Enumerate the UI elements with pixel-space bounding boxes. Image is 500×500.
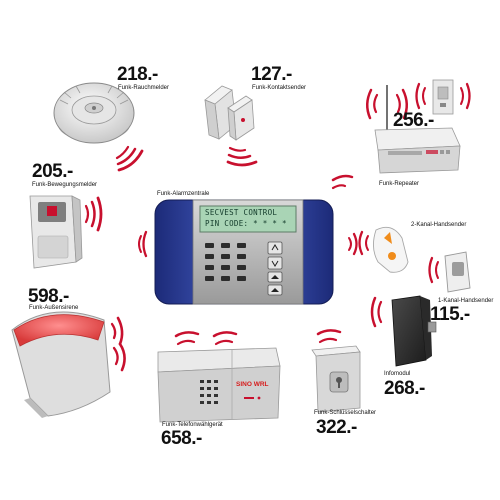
signal-waves-motion-detector	[84, 196, 103, 232]
alarm-control-panel	[154, 199, 334, 305]
telephone-dialer-device	[157, 347, 281, 423]
price-remote-1-channel: 115.-	[430, 304, 470, 325]
remote-2-channel-device	[373, 226, 409, 273]
info-module-device	[391, 295, 437, 367]
price-key-switch: 322.-	[316, 417, 357, 438]
signal-waves-contact-sender	[226, 146, 258, 167]
signal-waves-dialer	[174, 331, 238, 346]
price-info-module: 268.-	[384, 378, 425, 399]
lcd-line-2: PIN CODE: * * * *	[205, 219, 287, 228]
label-info-module: Infomodul	[384, 371, 411, 377]
remote-1-channel-device	[444, 251, 471, 293]
label-telephone-dialer: Funk-Telefonwählgerät	[162, 422, 223, 428]
label-remote-2-channel: 2-Kanal-Handsender	[411, 222, 467, 228]
signal-waves-smoke-detector	[115, 145, 144, 172]
signal-waves-repeater-antenna	[366, 88, 408, 120]
label-smoke-detector: Funk-Rauchmelder	[118, 85, 170, 91]
signal-waves-repeater-unit	[415, 82, 471, 110]
contact-sender-device	[204, 85, 255, 141]
label-key-switch: Funk-Schlüsselschalter	[314, 410, 377, 416]
signal-waves-remote-1	[428, 256, 439, 284]
label-repeater: Funk-Repeater	[379, 181, 420, 187]
signal-waves-info-module	[370, 296, 383, 328]
price-telephone-dialer: 658.-	[161, 428, 202, 449]
repeater-device	[374, 85, 461, 174]
price-outdoor-siren: 598.-	[28, 286, 69, 307]
price-contact-sender: 127.-	[251, 64, 292, 85]
smoke-detector-device	[53, 82, 135, 144]
key-switch-device	[311, 345, 361, 413]
motion-detector-device	[29, 195, 83, 269]
dialer-keypad	[200, 380, 218, 404]
repeater-wall-unit	[432, 79, 454, 115]
signal-waves-siren	[110, 316, 126, 372]
label-remote-1-channel: 1-Kanal-Handsender	[438, 298, 494, 304]
dialer-brand-label: SINO WRL	[236, 381, 269, 388]
function-keys	[267, 241, 283, 296]
label-control-panel: Funk-Alarmzentrale	[157, 191, 210, 197]
label-motion-detector: Funk-Bewegungsmelder	[32, 182, 98, 188]
signal-waves-remote-2	[358, 230, 369, 256]
signal-waves-key-switch	[316, 329, 342, 344]
signal-waves-control-panel	[138, 174, 358, 258]
price-motion-detector: 205.-	[32, 161, 73, 182]
price-smoke-detector: 218.-	[117, 64, 158, 85]
lcd-line-1: SECVEST CONTROL	[205, 208, 278, 217]
price-repeater: 256.-	[393, 110, 434, 131]
label-outdoor-siren: Funk-Außensirene	[29, 305, 79, 311]
keypad	[205, 243, 246, 281]
outdoor-siren-device	[11, 311, 111, 418]
label-contact-sender: Funk-Kontaktsender	[252, 85, 307, 91]
